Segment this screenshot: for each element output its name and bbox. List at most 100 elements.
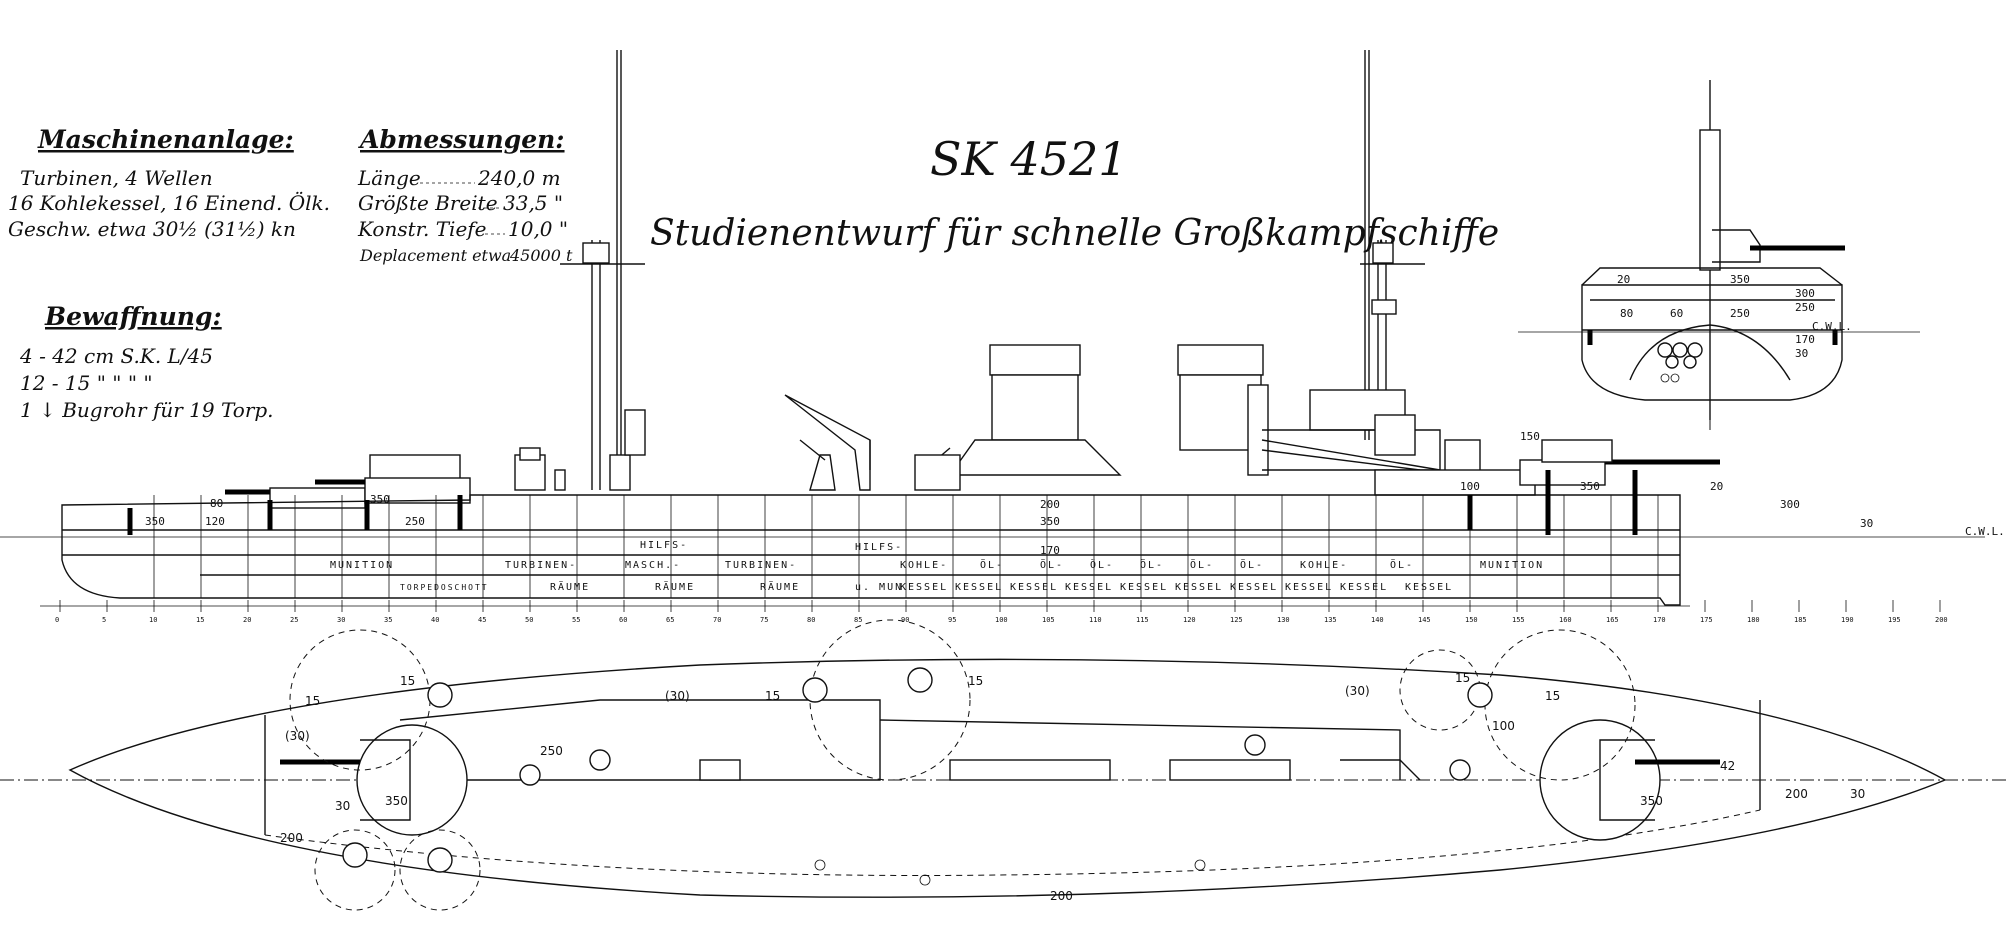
armor-value: 30	[1860, 517, 1873, 530]
plan-label: 30	[1850, 787, 1865, 801]
section-label: 170	[1795, 333, 1815, 346]
compartment-label-lower: KESSEL	[1285, 582, 1333, 593]
compartment-label-lower: KESSEL	[1065, 582, 1113, 593]
compartment-label: ÖL-	[1090, 558, 1114, 571]
armament-block: Bewaffnung: 4 - 42 cm S.K. L/45 12 - 15 …	[19, 302, 274, 422]
armament-line: 12 - 15 " " " "	[20, 371, 153, 395]
plan-label: 100	[1492, 719, 1515, 733]
plan-label: 15	[765, 689, 780, 703]
midship-section: 350 250 20 60 80 300 250 170 30 C.W.L.	[1518, 80, 1920, 430]
machinery-heading: Maschinenanlage:	[37, 125, 294, 154]
compartment-label: ÖL-	[980, 558, 1004, 571]
frame-number: 180	[1747, 616, 1760, 624]
compartment-label-lower: KESSEL	[1405, 582, 1453, 593]
frame-number: 145	[1418, 616, 1431, 624]
compartment-label-lower: KESSEL	[1340, 582, 1388, 593]
armor-value: 350	[1040, 515, 1060, 528]
frame-number: 85	[854, 616, 862, 624]
armor-value: 20	[1710, 480, 1723, 493]
compartment-label-lower: KESSEL	[1120, 582, 1168, 593]
frame-number: 100	[995, 616, 1008, 624]
section-label: C.W.L.	[1812, 320, 1852, 333]
armor-value: 120	[205, 515, 225, 528]
dimension-value: 240,0 m	[477, 166, 561, 190]
frame-number: 90	[901, 616, 909, 624]
machinery-line: 16 Kohlekessel, 16 Einend. Ölk.	[8, 190, 330, 215]
compartment-label: HILFS-	[855, 542, 903, 553]
plan-view: 15 15 15 15 15 15 350 350 200 (30) 42 (3…	[0, 619, 2010, 911]
bulkheads	[153, 495, 1659, 598]
frame-number: 35	[384, 616, 392, 624]
drawing-subtitle: Studienentwurf für schnelle Großkampfsch…	[650, 213, 1499, 254]
plan-label: (30)	[285, 729, 310, 743]
dimension-value: 45000 t	[509, 246, 573, 265]
frame-number: 110	[1089, 616, 1102, 624]
superstructure	[225, 344, 1720, 509]
frame-number: 60	[619, 616, 627, 624]
frame-number: 30	[337, 616, 345, 624]
compartment-label: ÖL-	[1040, 558, 1064, 571]
plan-label: 42	[1720, 759, 1735, 773]
dimension-label: Größte Breite	[358, 191, 498, 215]
plan-label: 15	[400, 674, 415, 688]
armor-value: 350	[145, 515, 165, 528]
compartment-label-lower: RÄUME	[655, 580, 695, 593]
compartment-label: KOHLE-	[900, 560, 948, 571]
cwl-label: C.W.L.	[1965, 525, 2005, 538]
compartment-label: TURBINEN-	[725, 560, 797, 571]
compartment-label: ÖL-	[1240, 558, 1264, 571]
dimension-label: Deplacement etwa	[359, 246, 511, 265]
armor-value: 80	[210, 497, 223, 510]
plan-label: 15	[1545, 689, 1560, 703]
frame-number: 50	[525, 616, 533, 624]
frame-number: 200	[1935, 616, 1948, 624]
dimension-value: 10,0 "	[508, 217, 568, 241]
armament-line: 1 ↓ Bugrohr für 19 Torp.	[20, 398, 274, 422]
armament-heading: Bewaffnung:	[44, 302, 222, 331]
compartment-label-lower: KESSEL	[1010, 582, 1058, 593]
plan-label: 200	[1785, 787, 1808, 801]
frame-number: 160	[1559, 616, 1572, 624]
plan-label: (30)	[1345, 684, 1370, 698]
hull-profile: C.W.L. HILFS- MUNITION TURBINEN- MASCH.-…	[0, 430, 2005, 624]
plan-label: 15	[305, 694, 320, 708]
frame-number: 55	[572, 616, 580, 624]
compartment-label-lower: KESSEL	[1230, 582, 1278, 593]
frame-number: 75	[760, 616, 768, 624]
compartment-label: ÖL-	[1390, 558, 1414, 571]
plan-label: 15	[1455, 671, 1470, 685]
dimension-label: Länge	[357, 166, 421, 190]
frame-number: 20	[243, 616, 251, 624]
armor-value: 100	[1460, 480, 1480, 493]
armor-value: 250	[405, 515, 425, 528]
masts	[560, 50, 1425, 490]
frame-number: 165	[1606, 616, 1619, 624]
armament-line: 4 - 42 cm S.K. L/45	[19, 344, 213, 368]
frame-number: 190	[1841, 616, 1854, 624]
compartment-label-lower: KESSEL	[900, 582, 948, 593]
frame-number: 135	[1324, 616, 1337, 624]
compartment-label-lower: RÄUME	[760, 580, 800, 593]
armor-value: 350	[1580, 480, 1600, 493]
dimension-value: 33,5 "	[503, 191, 563, 215]
section-label: 350	[1730, 273, 1750, 286]
frame-number: 80	[807, 616, 815, 624]
armor-value: 350	[370, 493, 390, 506]
dimensions-heading: Abmessungen:	[358, 125, 565, 154]
section-label: 20	[1617, 273, 1630, 286]
compartment-label-lower: KESSEL	[955, 582, 1003, 593]
plan-label: 200	[1050, 889, 1073, 903]
compartment-label-lower: u. MUN	[855, 582, 903, 593]
frame-number: 150	[1465, 616, 1478, 624]
section-label: 80	[1620, 307, 1633, 320]
section-label: 250	[1795, 301, 1815, 314]
frame-number: 10	[149, 616, 157, 624]
plan-label: 15	[968, 674, 983, 688]
frame-number: 120	[1183, 616, 1196, 624]
plan-label: (30)	[665, 689, 690, 703]
section-label: 60	[1670, 307, 1683, 320]
plan-label: 350	[385, 794, 408, 808]
frame-number: 15	[196, 616, 204, 624]
frame-number: 40	[431, 616, 439, 624]
